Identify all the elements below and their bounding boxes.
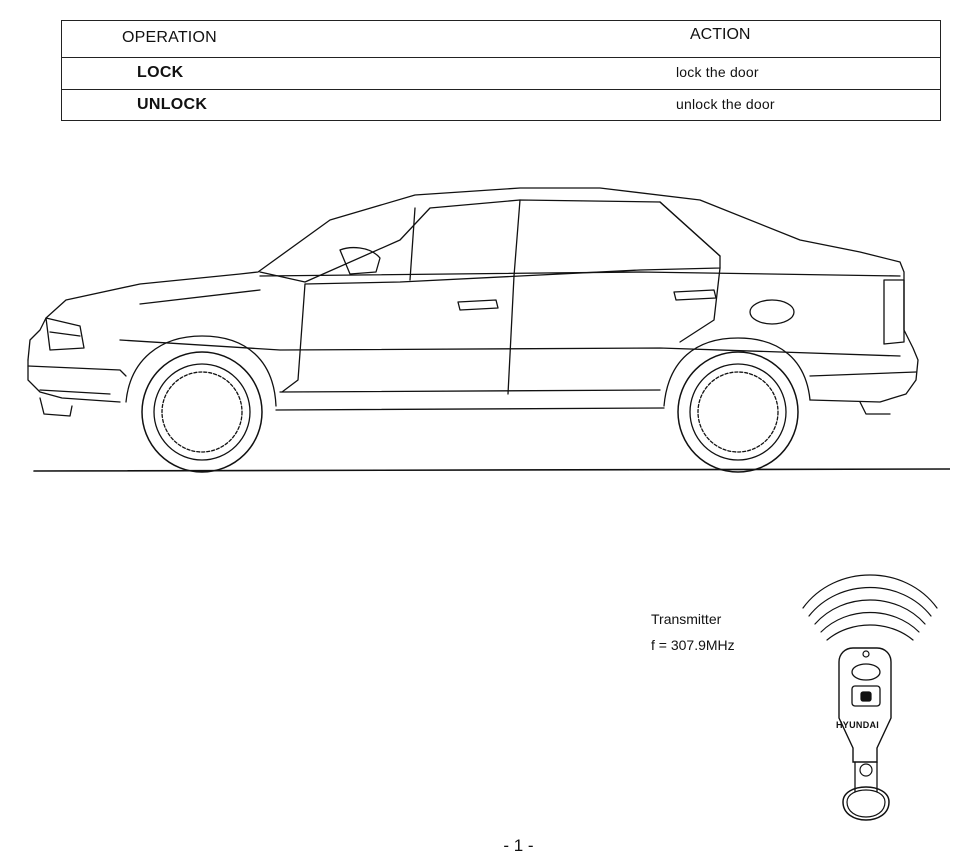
table-row-lock: LOCK lock the door: [62, 58, 940, 90]
key-fob-icon: [795, 570, 945, 835]
header-action: ACTION: [690, 26, 750, 44]
table-row-unlock: UNLOCK unlock the door: [62, 90, 940, 121]
transmitter-frequency: f = 307.9MHz: [651, 632, 735, 658]
sedan-illustration: [20, 180, 950, 480]
action-cell: lock the door: [676, 64, 759, 80]
key-fob-illustration: HYUNDAI: [795, 570, 945, 835]
action-cell: unlock the door: [676, 96, 775, 112]
transmitter-caption: Transmitter f = 307.9MHz: [651, 606, 735, 658]
table-header: OPERATION ACTION: [62, 21, 940, 58]
header-operation: OPERATION: [122, 29, 217, 47]
operation-cell: LOCK: [137, 64, 184, 82]
transmitter-label: Transmitter: [651, 606, 735, 632]
operation-cell: UNLOCK: [137, 96, 207, 114]
page-number: - 1 -: [0, 836, 971, 856]
car-drawing-icon: [20, 180, 950, 480]
operation-table: OPERATION ACTION LOCK lock the door UNLO…: [61, 20, 941, 121]
brand-logo: HYUNDAI: [836, 720, 879, 730]
